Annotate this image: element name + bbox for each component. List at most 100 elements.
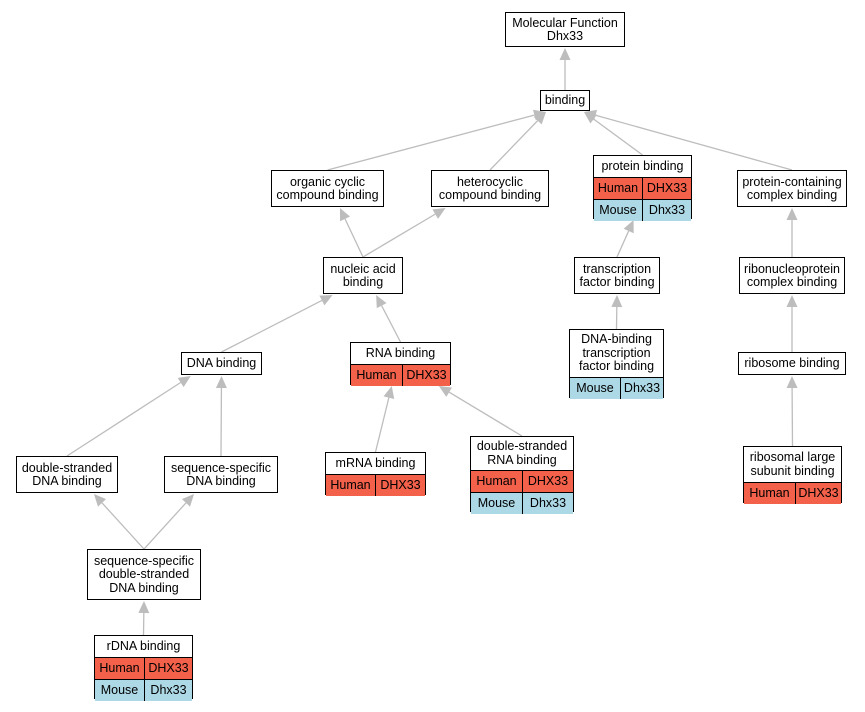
- species-label: Mouse: [576, 380, 614, 395]
- go-term-sequence-specific-double-stranded-dna-binding[interactable]: sequence-specific double-stranded DNA bi…: [87, 549, 201, 600]
- edge-mrna-to-rnab: [374, 397, 390, 453]
- edge-arrowhead: [376, 295, 387, 309]
- species-label: Mouse: [100, 682, 139, 697]
- term-label: DNA-binding transcription factor binding: [578, 332, 655, 374]
- mouse-annotation-row: Mouse Dhx33: [570, 377, 663, 399]
- term-label: sequence-specific double-stranded DNA bi…: [93, 553, 195, 595]
- edge-arrowhead: [319, 295, 333, 306]
- gene-label: DHX33: [795, 483, 841, 504]
- gene-label: DHX33: [375, 475, 425, 496]
- edge-arrowhead: [339, 208, 351, 222]
- term-label: heterocyclic compound binding: [438, 174, 542, 202]
- term-label: ribosome binding: [744, 356, 840, 371]
- term-label: Molecular Function Dhx33: [512, 15, 618, 43]
- edge-dsrb-to-rnab: [448, 391, 523, 437]
- species-label: Human: [476, 473, 517, 488]
- edge-arrowhead: [432, 208, 446, 219]
- term-label: mRNA binding: [335, 455, 416, 470]
- edge-arrowhead: [786, 376, 798, 389]
- edge-ssds-to-dsdb: [101, 502, 145, 550]
- term-label: transcription factor binding: [579, 261, 655, 289]
- term-label: protein binding: [601, 158, 684, 173]
- term-label: protein-containing complex binding: [742, 174, 842, 202]
- term-label: ribosomal large subunit binding: [749, 450, 836, 478]
- edge-arrowhead: [559, 48, 571, 60]
- go-term-transcription-factor-binding[interactable]: transcription factor binding: [574, 257, 660, 294]
- term-label: DNA binding: [186, 356, 257, 371]
- edge-tfb-to-pb: [616, 230, 630, 258]
- gene-label: Dhx33: [522, 493, 573, 514]
- gene-label: Dhx33: [144, 680, 192, 701]
- human-annotation-row: Human DHX33: [471, 470, 573, 492]
- edge-arrowhead: [623, 220, 634, 234]
- go-term-nucleic-acid-binding[interactable]: nucleic acid binding: [323, 257, 403, 294]
- edge-arrowhead: [138, 601, 150, 614]
- edge-arrowhead: [786, 208, 798, 220]
- gene-label: DHX33: [642, 178, 691, 199]
- species-label: Human: [356, 367, 397, 382]
- species-label: Mouse: [477, 495, 516, 510]
- edge-dsdb-to-dnab: [66, 381, 181, 457]
- edge-arrowhead: [533, 112, 546, 125]
- edge-dnab-to-nab: [221, 299, 323, 353]
- gene-label: DHX33: [144, 658, 192, 679]
- edge-arrowhead: [786, 295, 798, 307]
- go-term-molecular-function-dhx33[interactable]: Molecular Function Dhx33: [505, 12, 625, 47]
- term-label: rDNA binding: [106, 638, 181, 653]
- edge-nab-to-hcb: [362, 213, 436, 258]
- term-label: double-stranded DNA binding: [21, 460, 113, 488]
- gene-label: Dhx33: [620, 378, 663, 399]
- edge-pb-to-bind: [593, 118, 643, 156]
- go-term-protein-containing-complex-binding[interactable]: protein-containing complex binding: [737, 170, 847, 207]
- term-label: nucleic acid binding: [330, 261, 396, 289]
- edge-rnab-to-nab: [381, 305, 402, 343]
- species-label: Human: [330, 477, 371, 492]
- term-label: RNA binding: [365, 345, 436, 360]
- edge-arrowhead: [383, 386, 395, 399]
- go-term-double-stranded-dna-binding[interactable]: double-stranded DNA binding: [16, 456, 118, 493]
- edge-nab-to-ocb: [344, 218, 364, 258]
- term-label: ribonucleoprotein complex binding: [744, 261, 840, 289]
- edge-arrowhead: [177, 376, 191, 388]
- edge-arrowhead: [181, 494, 195, 507]
- gene-label: DHX33: [402, 365, 450, 386]
- term-label: binding: [544, 93, 586, 108]
- edge-ocb-to-bind: [327, 114, 535, 171]
- go-term-dna-binding[interactable]: DNA binding: [181, 352, 262, 375]
- go-term-ribosome-binding[interactable]: ribosome binding: [738, 352, 846, 375]
- go-term-binding[interactable]: binding: [540, 90, 590, 111]
- go-term-ribonucleoprotein-complex-binding[interactable]: ribonucleoprotein complex binding: [739, 257, 845, 294]
- go-term-dna-binding-transcription-factor-binding[interactable]: DNA-binding transcription factor binding…: [569, 329, 664, 399]
- edge-arrowhead: [611, 295, 623, 308]
- term-label: sequence-specific DNA binding: [170, 460, 272, 488]
- species-label: Human: [749, 485, 790, 500]
- go-term-heterocyclic-compound-binding[interactable]: heterocyclic compound binding: [431, 170, 549, 207]
- go-term-organic-cyclic-compound-binding[interactable]: organic cyclic compound binding: [271, 170, 384, 207]
- species-label: Human: [597, 180, 639, 195]
- human-annotation-row: Human DHX33: [326, 474, 425, 496]
- human-annotation-row: Human DHX33: [351, 364, 450, 386]
- gene-label: DHX33: [522, 471, 573, 492]
- mouse-annotation-row: Mouse Dhx33: [95, 679, 192, 701]
- go-term-sequence-specific-dna-binding[interactable]: sequence-specific DNA binding: [164, 456, 278, 493]
- term-label: organic cyclic compound binding: [276, 174, 379, 202]
- edge-arrowhead: [584, 109, 598, 121]
- mouse-annotation-row: Mouse Dhx33: [471, 492, 573, 514]
- edge-arrowhead: [215, 376, 227, 389]
- edge-hcb-to-bind: [489, 120, 539, 171]
- edge-arrowhead: [438, 386, 452, 397]
- edge-ssds-to-ssdb: [143, 502, 187, 550]
- human-annotation-row: Human DHX33: [744, 482, 841, 504]
- edge-arrowhead: [93, 494, 107, 507]
- edge-pcb-to-bind: [595, 114, 793, 171]
